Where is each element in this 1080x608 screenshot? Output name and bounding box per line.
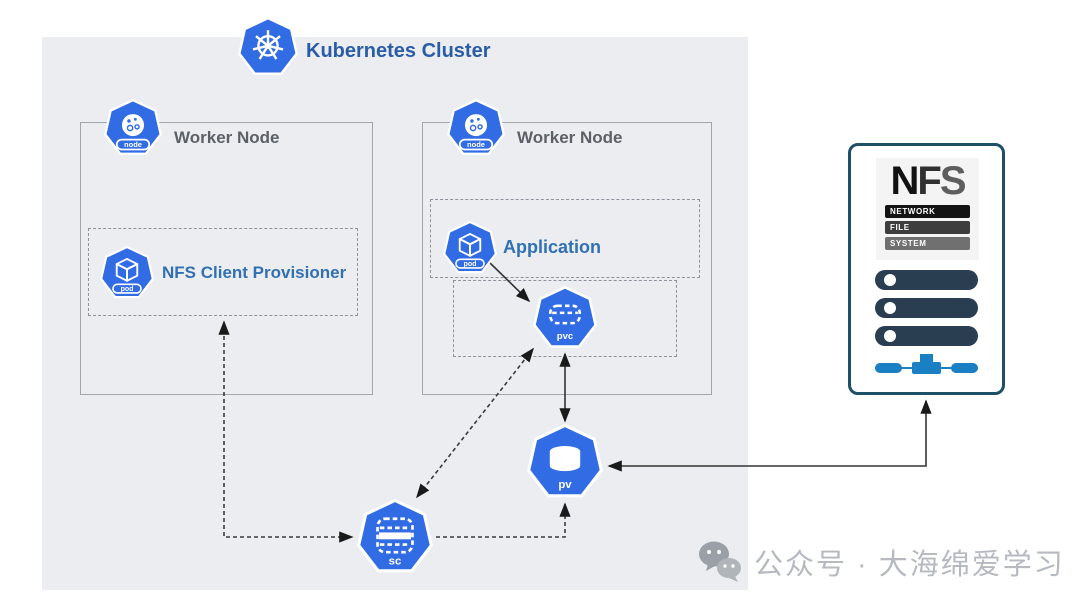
pod-badge: pod: [121, 286, 134, 293]
page-title: Kubernetes Cluster: [306, 40, 491, 62]
sc-badge: sc: [389, 555, 402, 567]
pvc-badge: pvc: [557, 331, 574, 342]
server-network-connector: [875, 352, 978, 378]
application-pod-icon: pod: [443, 221, 497, 275]
nfs-logo-line-file: FILE: [885, 221, 970, 234]
application-dashed-box: [430, 199, 700, 278]
server-disk: [875, 298, 978, 318]
provisioner-label: NFS Client Provisioner: [162, 263, 347, 282]
pvc-icon: pvc: [533, 286, 597, 350]
provisioner-dashed-box: [88, 228, 358, 316]
worker-node-right-label: Worker Node: [517, 128, 623, 147]
node-badge: node: [467, 140, 485, 149]
watermark-text: 公众号 · 大海绵爱学习: [754, 549, 1065, 581]
node-badge: node: [124, 140, 142, 149]
nfs-logo-line-network: NETWORK: [885, 205, 970, 218]
server-disk: [875, 326, 978, 346]
pv-icon: pv: [527, 424, 603, 500]
nfs-logo-line-system: SYSTEM: [885, 237, 970, 250]
application-label: Application: [503, 237, 601, 257]
sc-icon: sc: [357, 499, 433, 575]
server-disk: [875, 270, 978, 290]
wechat-icon: [699, 541, 741, 582]
pv-badge: pv: [558, 479, 572, 491]
watermark: 公众号 · 大海绵爱学习: [698, 540, 1065, 584]
worker-node-left-label: Worker Node: [174, 128, 280, 147]
kubernetes-icon: [238, 17, 298, 77]
provisioner-pod-icon: pod: [100, 246, 154, 300]
node-icon-left: node: [104, 99, 162, 157]
pod-badge: pod: [464, 261, 477, 268]
node-icon-right: node: [447, 99, 505, 157]
